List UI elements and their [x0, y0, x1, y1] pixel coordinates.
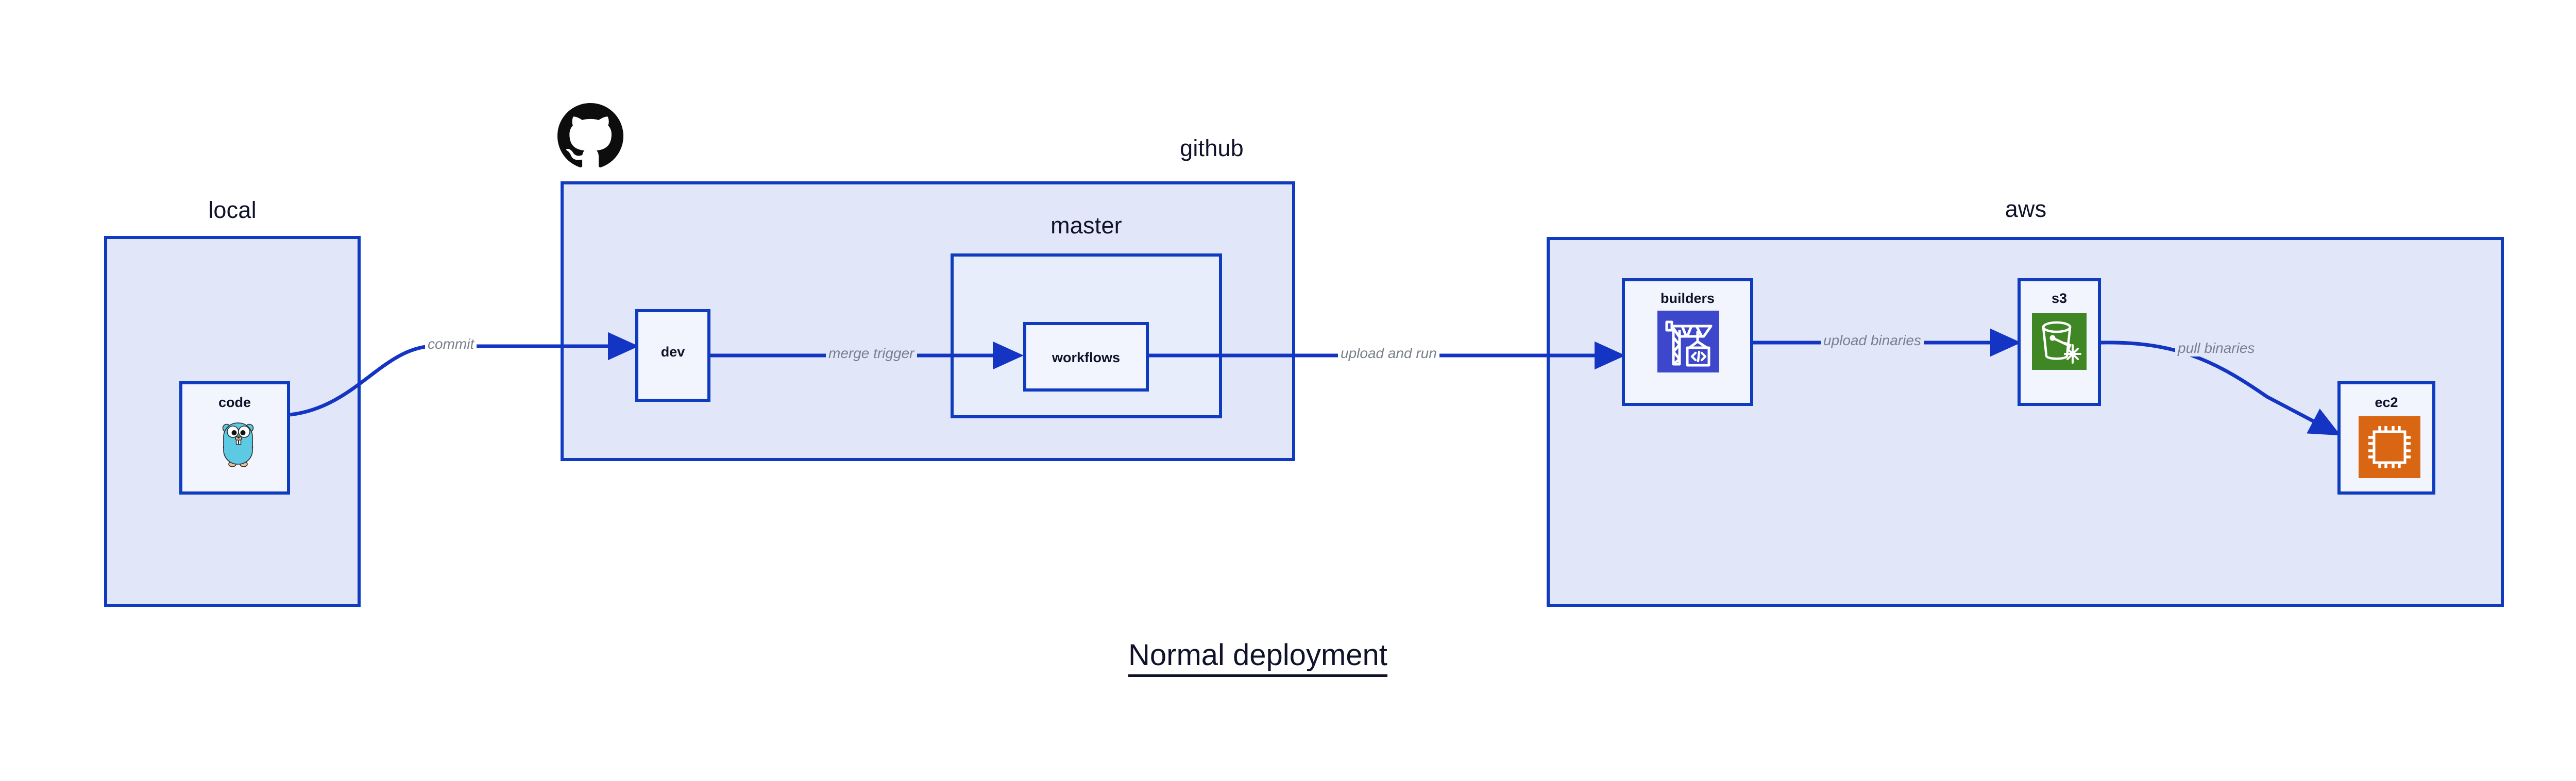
edge-label-merge-trigger: merge trigger — [826, 345, 917, 362]
aws-ec2-chip-icon — [2359, 416, 2420, 478]
edge-label-upload-and-run: upload and run — [1338, 345, 1439, 362]
edge-label-pull-binaries: pull binaries — [2175, 340, 2258, 356]
edge-commit-path — [290, 332, 639, 417]
group-label-local: local — [208, 197, 257, 223]
node-workflows[interactable]: workflows — [1023, 322, 1149, 392]
aws-codebuild-icon — [1657, 311, 1719, 372]
node-label-ec2: ec2 — [2375, 395, 2398, 410]
node-label-s3: s3 — [2051, 291, 2067, 306]
node-label-code: code — [218, 395, 251, 410]
go-gopher-icon — [222, 422, 254, 467]
node-label-dev: dev — [660, 344, 685, 360]
node-builders[interactable]: builders — [1622, 278, 1753, 406]
aws-s3-bucket-icon — [2032, 313, 2087, 370]
group-label-aws: aws — [2005, 196, 2047, 222]
edge-label-upload-binaries: upload binaries — [1821, 332, 1924, 349]
node-s3[interactable]: s3 — [2018, 278, 2101, 406]
edge-pull-binaries-path — [2100, 341, 2341, 436]
group-label-master: master — [1050, 212, 1122, 239]
node-ec2[interactable]: ec2 — [2337, 381, 2435, 495]
node-dev[interactable]: dev — [635, 309, 710, 402]
node-label-builders: builders — [1660, 291, 1715, 306]
node-code[interactable]: code — [179, 381, 290, 495]
page-title: Normal deployment — [1128, 638, 1387, 677]
github-octocat-icon — [557, 103, 623, 167]
node-label-workflows: workflows — [1052, 350, 1121, 365]
group-label-github: github — [1180, 135, 1244, 161]
edge-label-commit: commit — [425, 336, 477, 352]
